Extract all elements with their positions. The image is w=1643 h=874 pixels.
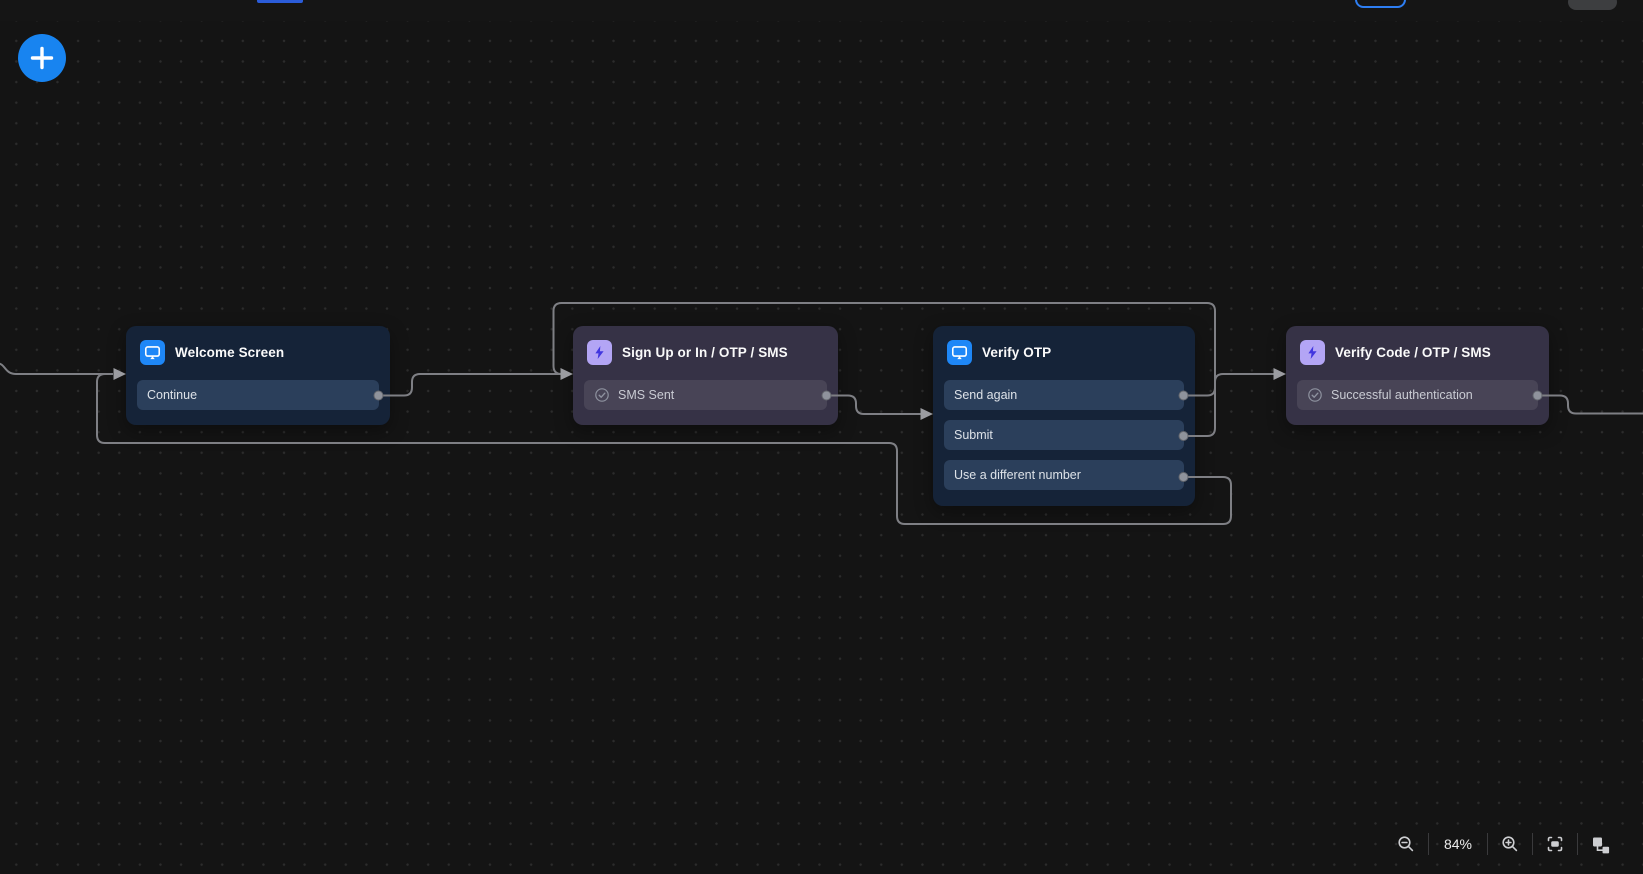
node-row-successful-authentication[interactable]: Successful authentication: [1297, 380, 1538, 410]
monitor-icon: [140, 340, 165, 365]
check-circle-icon: [1307, 387, 1323, 403]
arrowhead-verifyotp-input: [920, 408, 933, 420]
toolbar-divider: [1428, 833, 1429, 855]
auto-layout-icon: [1593, 837, 1610, 854]
toolbar-divider: [1532, 833, 1533, 855]
node-header: Verify Code / OTP / SMS: [1286, 326, 1549, 379]
arrowhead-signup-input: [560, 368, 573, 380]
node-row-send-again[interactable]: Send again: [944, 380, 1184, 410]
edge-submit-to-verifycode[interactable]: [1183, 373, 1274, 437]
node-title: Verify Code / OTP / SMS: [1335, 345, 1491, 360]
node-title: Sign Up or In / OTP / SMS: [622, 345, 788, 360]
bolt-icon: [1300, 340, 1325, 365]
top-bar-remnant: [0, 0, 1643, 21]
top-right-button[interactable]: [1568, 0, 1617, 10]
node-verify-otp[interactable]: Verify OTP Send again Submit Use a diffe…: [933, 326, 1195, 506]
node-row-submit[interactable]: Submit: [944, 420, 1184, 450]
bolt-icon: [587, 340, 612, 365]
monitor-icon: [947, 340, 972, 365]
node-row-continue[interactable]: Continue: [137, 380, 379, 410]
node-sign-up-or-in[interactable]: Sign Up or In / OTP / SMS SMS Sent: [573, 326, 838, 425]
arrowhead-verifycode-input: [1273, 368, 1286, 380]
node-row-use-different-number[interactable]: Use a different number: [944, 460, 1184, 490]
toolbar-divider: [1577, 833, 1578, 855]
node-header: Sign Up or In / OTP / SMS: [573, 326, 838, 379]
check-circle-icon: [594, 387, 610, 403]
node-header: Verify OTP: [933, 326, 1195, 379]
zoom-level-label: 84%: [1443, 836, 1473, 852]
zoom-out-button[interactable]: [1388, 829, 1424, 859]
edge-success-to-offscreen[interactable]: [1537, 394, 1643, 415]
edge-smssent-to-verifyotp[interactable]: [826, 394, 921, 415]
node-welcome-screen[interactable]: Welcome Screen Continue: [126, 326, 390, 425]
top-right-selected-button[interactable]: [1355, 0, 1406, 8]
zoom-in-button[interactable]: [1492, 829, 1528, 859]
edge-continue-to-signup[interactable]: [378, 373, 561, 397]
plus-icon: [30, 46, 54, 70]
fit-view-button[interactable]: [1537, 829, 1573, 859]
edge-start-to-welcome[interactable]: [0, 362, 113, 375]
add-node-button[interactable]: [18, 34, 66, 82]
fit-view-icon: [1547, 836, 1563, 852]
arrowhead-welcome-input: [113, 368, 126, 380]
node-verify-code[interactable]: Verify Code / OTP / SMS Successful authe…: [1286, 326, 1549, 425]
toolbar-divider: [1487, 833, 1488, 855]
canvas-toolbar: 84%: [1388, 829, 1618, 859]
node-title: Welcome Screen: [175, 345, 285, 360]
node-row-sms-sent[interactable]: SMS Sent: [584, 380, 827, 410]
auto-layout-button[interactable]: [1582, 829, 1618, 859]
zoom-out-icon: [1398, 836, 1414, 852]
node-title: Verify OTP: [982, 345, 1052, 360]
node-header: Welcome Screen: [126, 326, 390, 379]
zoom-in-icon: [1502, 836, 1518, 852]
active-tab-underline: [257, 0, 303, 3]
